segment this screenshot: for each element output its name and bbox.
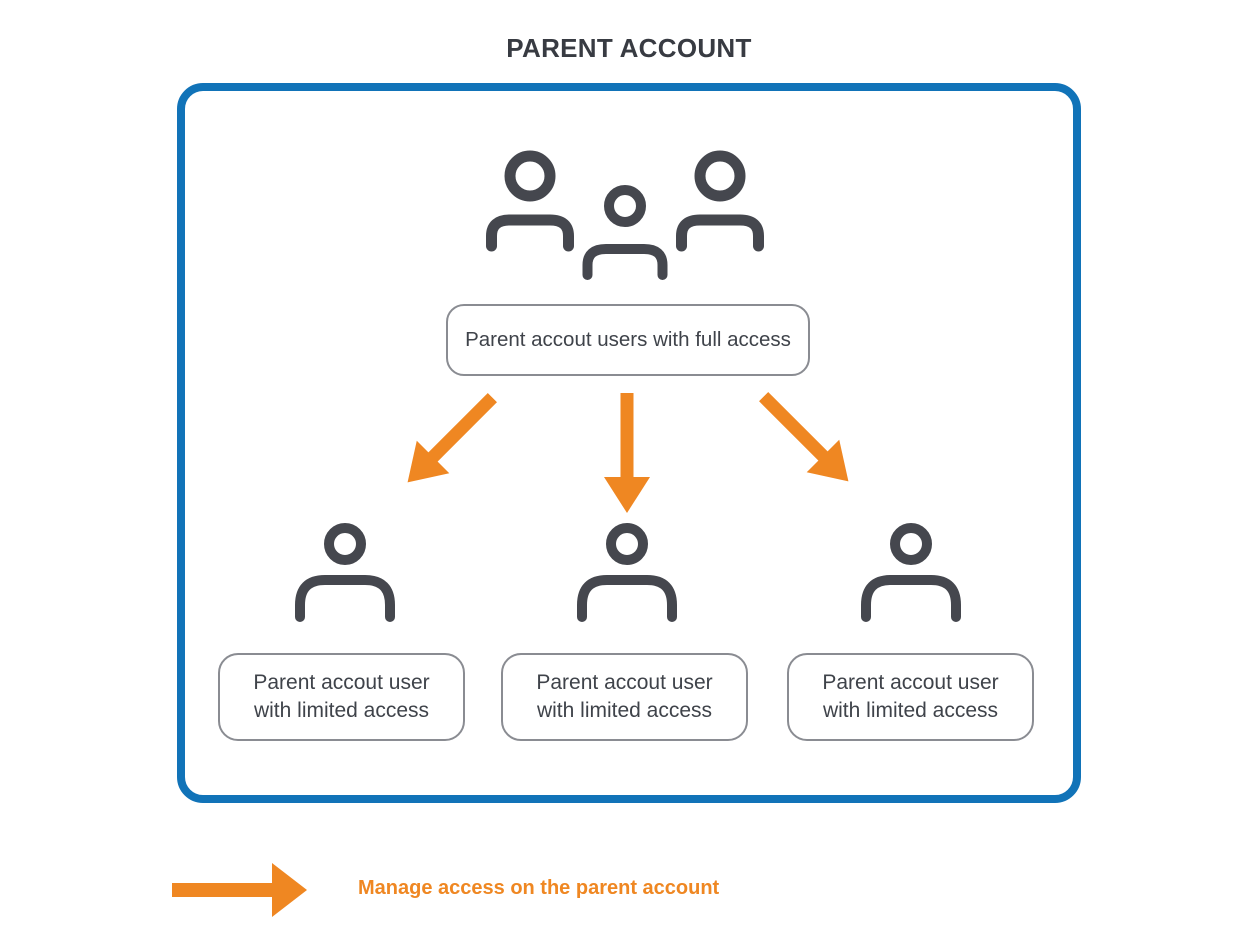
arrow-down-icon <box>604 393 650 513</box>
person-icon <box>295 523 395 622</box>
full-access-box: Parent accout users with full access <box>446 304 810 376</box>
arrow-down-left-icon <box>407 392 498 483</box>
limited-access-line: Parent accout user <box>822 671 999 694</box>
person-icon <box>861 523 961 622</box>
limited-access-line: with limited access <box>536 699 713 722</box>
limited-access-line: with limited access <box>253 699 430 722</box>
limited-access-box: Parent accout user with limited access <box>218 653 465 741</box>
full-access-label: Parent accout users with full access <box>465 328 791 351</box>
limited-access-box: Parent accout user with limited access <box>787 653 1034 741</box>
page-title: PARENT ACCOUNT <box>506 33 752 63</box>
limited-access-line: Parent accout user <box>536 671 713 694</box>
limited-access-line: with limited access <box>822 699 999 722</box>
person-icon <box>577 523 677 622</box>
limited-access-line: Parent accout user <box>253 671 430 694</box>
legend-label: Manage access on the parent account <box>358 877 720 899</box>
users-group-icon <box>486 150 764 281</box>
limited-access-box: Parent accout user with limited access <box>501 653 748 741</box>
arrow-down-right-icon <box>758 391 849 482</box>
legend-arrow-icon <box>172 863 307 917</box>
